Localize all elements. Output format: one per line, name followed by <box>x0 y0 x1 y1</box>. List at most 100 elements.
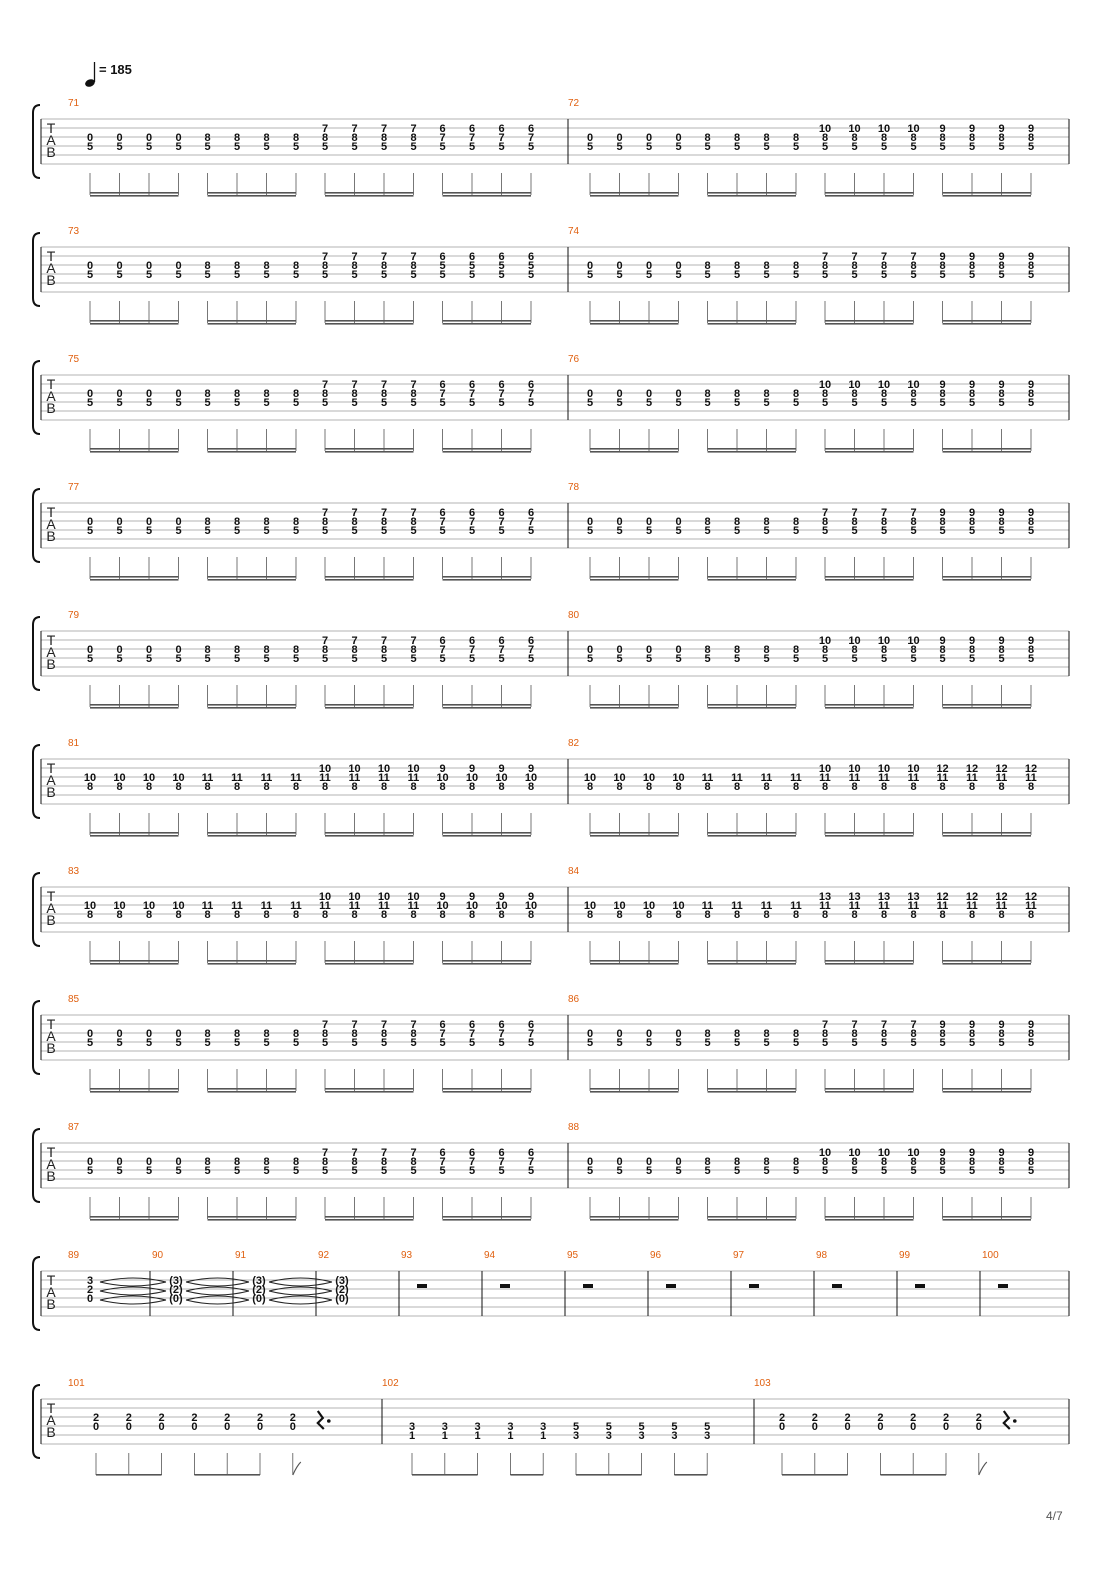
fret-number: 5 <box>646 1165 652 1177</box>
fret-number: (3) <box>169 1275 183 1287</box>
fret-number: 0 <box>87 644 93 656</box>
fret-number: 11 <box>731 772 743 784</box>
fret-number: 5 <box>998 1165 1004 1177</box>
fret-number: 7 <box>528 516 534 528</box>
fret-number: 5 <box>528 1165 534 1177</box>
fret-number: 5 <box>351 653 357 665</box>
fret-number: 5 <box>939 141 945 153</box>
fret-number: 8 <box>646 781 652 793</box>
beam <box>825 707 914 709</box>
fret-number: 7 <box>822 1019 828 1031</box>
fret-number: 5 <box>793 397 799 409</box>
fret-number: 6 <box>528 1147 534 1159</box>
fret-number: 0 <box>675 1028 681 1040</box>
fret-number: 8 <box>734 388 740 400</box>
fret-number: 5 <box>851 1037 857 1049</box>
fret-number: 0 <box>126 1421 132 1433</box>
measure-number: 72 <box>568 98 580 109</box>
fret-number: 5 <box>587 269 593 281</box>
fret-number: 8 <box>822 388 828 400</box>
beam <box>90 1219 179 1221</box>
fret-number: 5 <box>263 397 269 409</box>
fret-number: 5 <box>734 525 740 537</box>
fret-number: 11 <box>937 900 949 912</box>
fret-number: 8 <box>410 1028 416 1040</box>
fret-number: 7 <box>822 251 828 263</box>
fret-number: 5 <box>939 525 945 537</box>
fret-number: 8 <box>881 1028 887 1040</box>
fret-number: 9 <box>969 635 975 647</box>
measure-number: 97 <box>733 1250 745 1261</box>
fret-number: 8 <box>969 644 975 656</box>
fret-number: 7 <box>851 251 857 263</box>
fret-number: 5 <box>528 260 534 272</box>
tempo-value: = 185 <box>99 62 132 77</box>
fret-number: 11 <box>202 772 214 784</box>
fret-number: 8 <box>704 909 710 921</box>
fret-number: 9 <box>969 379 975 391</box>
fret-number: 7 <box>322 251 328 263</box>
fret-number: 5 <box>616 269 622 281</box>
fret-number: 10 <box>819 123 831 135</box>
fret-number: 8 <box>204 644 210 656</box>
fret-number: 8 <box>969 781 975 793</box>
beam <box>707 579 796 581</box>
measure-number: 95 <box>567 1250 579 1261</box>
fret-number: 5 <box>204 653 210 665</box>
tab-clef-letter: B <box>46 528 55 544</box>
fret-number: 0 <box>175 388 181 400</box>
fret-number: 0 <box>587 260 593 272</box>
fret-number: 5 <box>439 260 445 272</box>
fret-number: 7 <box>851 507 857 519</box>
fret-number: 5 <box>116 1037 122 1049</box>
beam <box>442 707 531 709</box>
measure-number: 102 <box>382 1378 399 1389</box>
fret-number: 13 <box>848 891 860 903</box>
fret-number: 5 <box>234 653 240 665</box>
fret-number: 8 <box>793 644 799 656</box>
fret-number: 8 <box>969 1156 975 1168</box>
fret-number: 0 <box>116 644 122 656</box>
fret-number: 0 <box>616 388 622 400</box>
beam <box>825 448 914 450</box>
fret-number: 10 <box>525 772 537 784</box>
fret-number: 5 <box>204 525 210 537</box>
fret-number: 8 <box>234 1028 240 1040</box>
fret-number: 8 <box>851 260 857 272</box>
fret-number: 5 <box>439 1165 445 1177</box>
fret-number: 8 <box>734 909 740 921</box>
fret-number: 8 <box>616 909 622 921</box>
beam <box>942 323 1031 325</box>
beam <box>942 320 1031 322</box>
tab-clef-letter: A <box>46 516 56 532</box>
fret-number: 5 <box>822 525 828 537</box>
fret-number: 7 <box>322 123 328 135</box>
fret-number: 5 <box>146 653 152 665</box>
fret-number: 5 <box>87 1165 93 1177</box>
fret-number: 8 <box>675 909 681 921</box>
fret-number: 5 <box>498 141 504 153</box>
fret-number: 8 <box>793 1156 799 1168</box>
fret-number: 10 <box>848 635 860 647</box>
fret-number: 0 <box>159 1421 165 1433</box>
fret-number: 0 <box>675 388 681 400</box>
fret-number: 0 <box>175 1028 181 1040</box>
fret-number: 8 <box>381 781 387 793</box>
fret-number: 8 <box>998 781 1004 793</box>
fret-number: 5 <box>439 397 445 409</box>
fret-number: 11 <box>849 772 861 784</box>
fret-number: 8 <box>910 909 916 921</box>
fret-number: 8 <box>763 1028 769 1040</box>
beam <box>707 1088 796 1090</box>
fret-number: 3 <box>606 1430 612 1442</box>
fret-number: 8 <box>939 644 945 656</box>
beam <box>412 1474 478 1476</box>
fret-number: 8 <box>998 909 1004 921</box>
fret-number: 0 <box>646 516 652 528</box>
tab-clef-letter: B <box>46 1168 55 1184</box>
fret-number: 8 <box>263 909 269 921</box>
beam <box>325 704 414 706</box>
tempo-marking: = 185 <box>85 62 132 87</box>
fret-number: 7 <box>881 251 887 263</box>
fret-number: 9 <box>969 123 975 135</box>
